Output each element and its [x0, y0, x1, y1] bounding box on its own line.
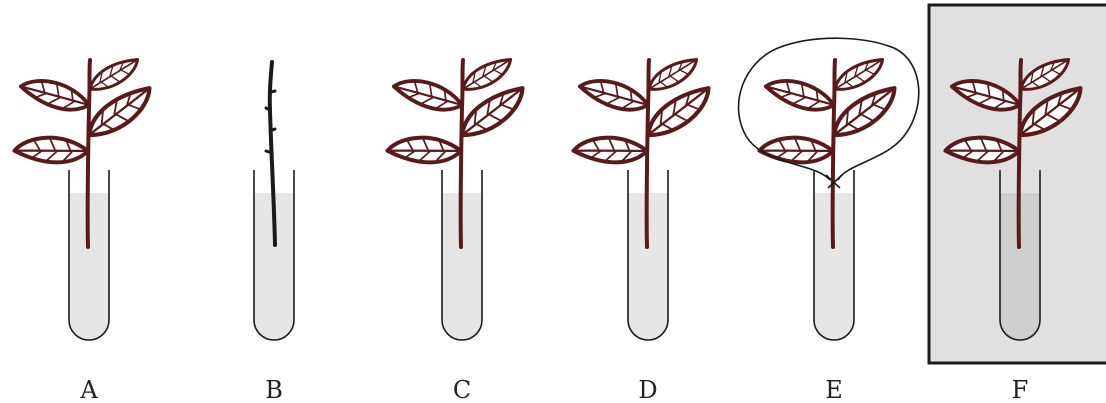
setup-label: E: [825, 376, 843, 403]
setup-d: D: [573, 56, 719, 403]
setup-label: C: [453, 376, 471, 403]
setup-e: E: [739, 38, 919, 403]
leafy-shoot: [387, 56, 533, 247]
setup-label: A: [79, 376, 98, 403]
leafy-shoot: [14, 56, 160, 247]
setup-label: B: [265, 376, 283, 403]
setup-b: B: [254, 62, 294, 403]
setup-label: D: [638, 376, 657, 403]
leafy-shoot: [759, 56, 905, 247]
setup-label: F: [1012, 376, 1029, 403]
setup-a: A: [14, 56, 160, 403]
setup-c: C: [387, 56, 533, 403]
leafy-shoot: [573, 56, 719, 247]
